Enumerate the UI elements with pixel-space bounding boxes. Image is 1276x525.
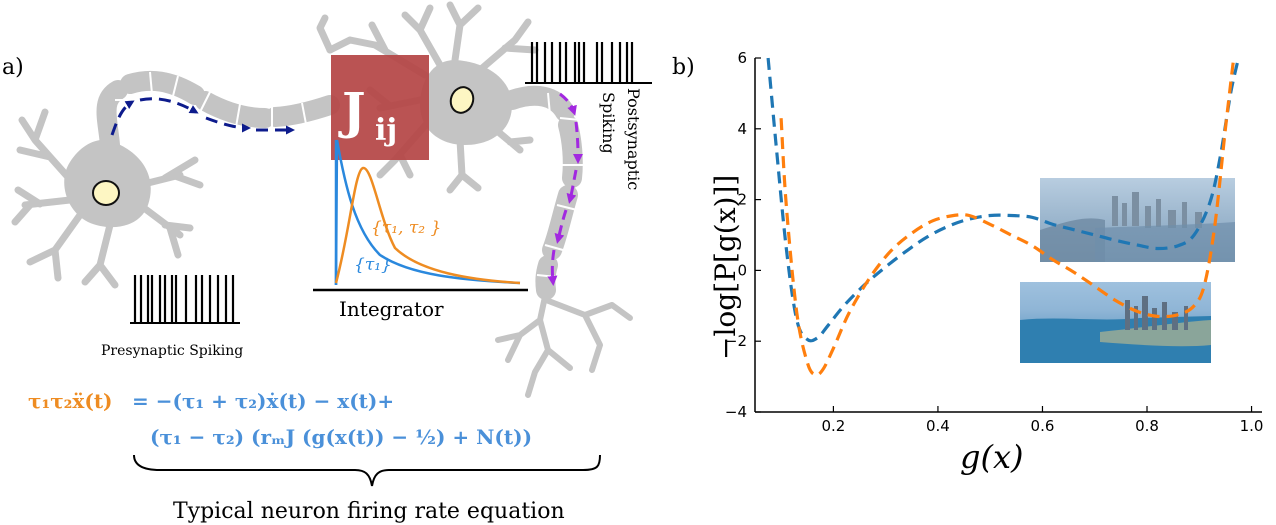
postsynaptic-axon-gaps bbox=[536, 92, 583, 278]
y-tick-label: 6 bbox=[737, 49, 747, 67]
y-tick-label: 2 bbox=[737, 191, 747, 209]
synapse-box bbox=[331, 55, 429, 160]
inset-photo-hazy bbox=[1040, 178, 1235, 262]
equation-lhs: τ₁τ₂ẍ(t) bbox=[28, 389, 113, 413]
y-tick-label: −4 bbox=[725, 403, 747, 421]
series-blue-line bbox=[766, 57, 1241, 343]
panel-b: b) bbox=[672, 49, 1263, 476]
x-tick-label: 0.2 bbox=[821, 417, 845, 435]
postsynaptic-axon bbox=[502, 85, 583, 300]
kernel-single-tau-curve bbox=[334, 139, 521, 286]
x-tick-label: 1.0 bbox=[1240, 417, 1264, 435]
integrator-label: Integrator bbox=[339, 297, 444, 321]
presynaptic-label: Presynaptic Spiking bbox=[101, 343, 243, 359]
x-tick-label: 0.4 bbox=[926, 417, 950, 435]
postsynaptic-label-line2: Spiking bbox=[599, 92, 618, 154]
postsynaptic-arrows bbox=[547, 92, 583, 286]
panel-a: a) bbox=[2, 1, 652, 524]
synapse-label: J bbox=[338, 81, 366, 140]
x-tick-label: 0.6 bbox=[1031, 417, 1055, 435]
firing-rate-equation: τ₁τ₂ẍ(t) = −(τ₁ + τ₂)ẋ(t) − x(t)+ (τ₁ − … bbox=[28, 389, 601, 524]
chart-y-label: −log[P[g(x)]] bbox=[709, 175, 742, 360]
panel-b-label: b) bbox=[672, 55, 695, 80]
presynaptic-spike-raster bbox=[130, 275, 240, 324]
inset-photo-clear bbox=[1020, 282, 1211, 363]
postsynaptic-spike-raster bbox=[525, 42, 652, 84]
axon-segment-gaps bbox=[115, 71, 307, 128]
synapse-subscript: ij bbox=[375, 113, 397, 148]
postsynaptic-nucleus bbox=[449, 86, 475, 114]
underbrace bbox=[133, 454, 601, 487]
y-tick-label: −2 bbox=[725, 332, 747, 350]
x-tick-label: 0.8 bbox=[1135, 417, 1159, 435]
panel-a-label: a) bbox=[2, 55, 24, 80]
presynaptic-nucleus bbox=[92, 180, 120, 206]
presynaptic-axon bbox=[96, 70, 340, 155]
equation-line1-rhs: = −(τ₁ + τ₂)ẋ(t) − x(t)+ bbox=[132, 389, 394, 413]
y-tick-label: 0 bbox=[737, 261, 747, 279]
brace-caption: Typical neuron firing rate equation bbox=[173, 499, 565, 524]
axon-terminals bbox=[495, 289, 633, 398]
series-orange-line bbox=[779, 61, 1235, 377]
chart-x-label: g(x) bbox=[960, 438, 1024, 476]
kernel-one-tau-label: {τ₁} bbox=[354, 255, 392, 275]
equation-line2: (τ₁ − τ₂) (rₘJ (g(x(t)) − ½) + N(t)) bbox=[150, 425, 532, 449]
postsynaptic-label-line1: Postsynaptic bbox=[624, 88, 643, 190]
kernel-two-tau-curve bbox=[334, 166, 521, 285]
chart: 0.2 0.4 0.6 0.8 1.0 −4 −2 0 2 4 6 g(x) −log[P[g(x)… bbox=[709, 49, 1263, 476]
integrator-plot: {τ₁, τ₂ } {τ₁} Integrator bbox=[313, 139, 528, 321]
kernel-two-tau-label: {τ₁, τ₂ } bbox=[371, 218, 441, 238]
y-tick-label: 4 bbox=[737, 120, 747, 138]
chart-marks: 0.2 0.4 0.6 0.8 1.0 −4 −2 0 2 4 6 bbox=[725, 49, 1264, 435]
presynaptic-arrows bbox=[110, 97, 295, 136]
